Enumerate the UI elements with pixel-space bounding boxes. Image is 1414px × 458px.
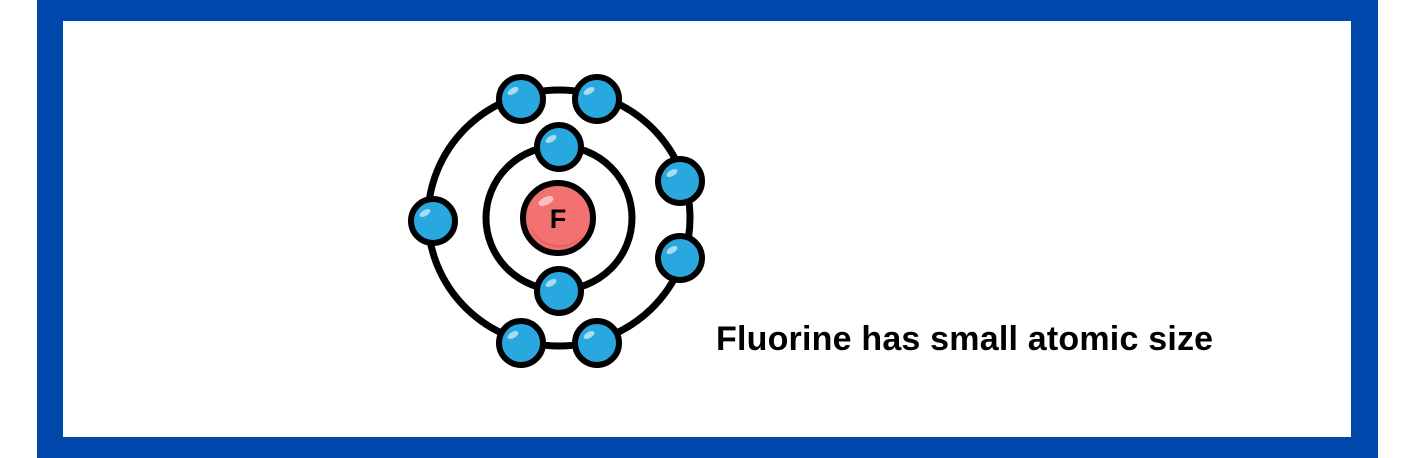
electron-outer-left [408,196,458,246]
nucleus: F [520,180,596,256]
content-panel [63,21,1351,437]
electron-outer-right-upper [655,156,705,206]
electron-inner-top [534,122,584,172]
caption-text: Fluorine has small atomic size [716,320,1214,358]
electron-outer-top-left [496,74,546,124]
electron-outer-top-right [572,74,622,124]
element-symbol: F [550,204,567,234]
electron-outer-bottom-right [572,318,622,368]
electron-inner-bottom [534,266,584,316]
electron-outer-bottom-left [496,318,546,368]
electron-outer-right-lower [655,233,705,283]
blue-frame [37,0,1378,458]
